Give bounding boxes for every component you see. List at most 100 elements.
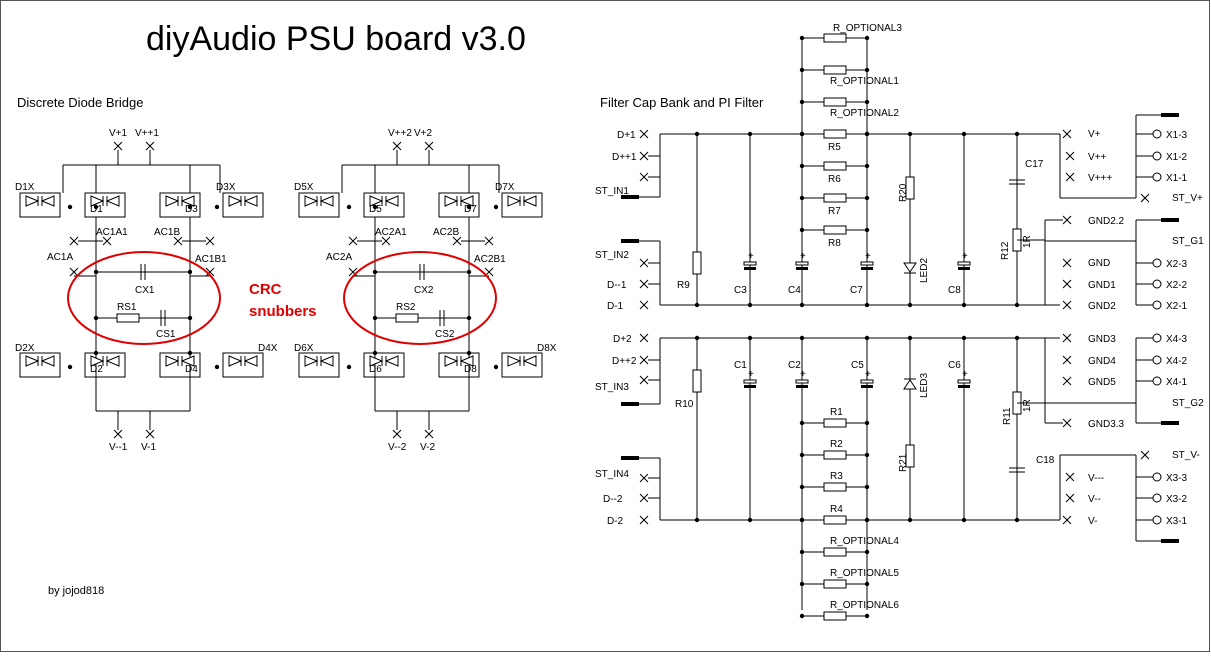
diode — [507, 355, 522, 367]
junction-dot — [346, 364, 352, 370]
junction-dot — [187, 315, 193, 321]
connector-pin — [1152, 515, 1162, 525]
component-label: D4X — [258, 343, 278, 354]
junction-dot — [864, 581, 870, 587]
component-label: LED3 — [919, 373, 930, 398]
wire — [639, 129, 649, 139]
wire — [205, 267, 215, 277]
junction-dot — [372, 315, 378, 321]
diode-package — [84, 352, 126, 378]
wire — [639, 493, 649, 503]
junction-dot — [694, 302, 700, 308]
diode — [507, 195, 522, 207]
resistor — [823, 450, 847, 460]
component-label: X2-2 — [1166, 280, 1188, 291]
resistor — [823, 225, 847, 235]
diode — [228, 355, 243, 367]
wire — [69, 267, 79, 277]
resistor — [823, 97, 847, 107]
resistor — [823, 65, 847, 75]
diode — [105, 355, 120, 367]
diode — [522, 195, 537, 207]
junction-dot — [747, 302, 753, 308]
junction-dot — [864, 227, 870, 233]
diode — [180, 195, 195, 207]
component-label: C5 — [851, 360, 864, 371]
snubber-highlight-1 — [67, 251, 221, 345]
component-label: D--2 — [603, 494, 623, 505]
resistor — [116, 313, 140, 323]
component-label: V+2 — [414, 128, 433, 139]
component-label: D++2 — [612, 356, 637, 367]
component-label: R_OPTIONAL2 — [830, 108, 899, 119]
diode-package — [501, 192, 543, 218]
junction-dot — [799, 517, 805, 523]
component-label: GND1 — [1088, 280, 1116, 291]
wire — [113, 429, 123, 439]
electrolytic-capacitor — [744, 267, 756, 270]
wire — [113, 141, 123, 151]
component-label: ST_IN4 — [595, 469, 629, 480]
connector-pin — [1152, 300, 1162, 310]
mounting-pad — [621, 195, 639, 199]
junction-dot — [907, 131, 913, 137]
component-label: C4 — [788, 285, 801, 296]
electrolytic-capacitor — [796, 385, 808, 388]
junction-dot — [372, 350, 378, 356]
component-label: X4-3 — [1166, 334, 1188, 345]
mounting-pad — [1161, 539, 1179, 543]
component-label: R_OPTIONAL4 — [830, 536, 899, 547]
component-label: D2X — [15, 343, 35, 354]
wire — [1062, 258, 1072, 268]
junction-dot — [864, 163, 870, 169]
junction-dot — [961, 302, 967, 308]
resistor — [692, 369, 702, 393]
junction-dot — [799, 163, 805, 169]
junction-dot — [864, 302, 870, 308]
component-label: V+ — [1088, 129, 1101, 140]
component-label: D3X — [216, 182, 236, 193]
junction-dot — [187, 204, 193, 210]
crc-annotation-line1: CRC — [249, 281, 282, 298]
diode — [444, 355, 459, 367]
diode — [243, 195, 258, 207]
wire — [381, 236, 391, 246]
component-label: D+2 — [613, 334, 632, 345]
diode — [90, 195, 105, 207]
component-label: C8 — [948, 285, 961, 296]
component-label: D-2 — [607, 516, 624, 527]
junction-dot — [799, 581, 805, 587]
junction-dot — [67, 204, 73, 210]
electrolytic-capacitor — [860, 379, 874, 384]
junction-dot — [747, 335, 753, 341]
component-label: V--2 — [388, 442, 407, 453]
diode — [384, 195, 399, 207]
component-label: D7 — [464, 204, 477, 215]
electrolytic-capacitor — [795, 379, 809, 384]
junction-dot — [493, 364, 499, 370]
diode — [304, 355, 319, 367]
component-label: C7 — [850, 285, 863, 296]
component-label: R10 — [675, 399, 694, 410]
wire — [1062, 300, 1072, 310]
junction-dot — [694, 335, 700, 341]
wire — [484, 236, 494, 246]
component-label: C2 — [788, 360, 801, 371]
junction-dot — [864, 335, 870, 341]
junction-dot — [864, 35, 870, 41]
component-label: C17 — [1025, 159, 1044, 170]
mounting-pad — [621, 456, 639, 460]
section-title-filter: Filter Cap Bank and PI Filter — [600, 95, 764, 110]
diode-package — [363, 192, 405, 218]
diode — [25, 195, 40, 207]
wire — [145, 141, 155, 151]
resistor — [823, 161, 847, 171]
junction-dot — [799, 452, 805, 458]
junction-dot — [799, 195, 805, 201]
component-label: V++2 — [388, 128, 412, 139]
junction-dot — [214, 204, 220, 210]
component-label: ST_V- — [1172, 450, 1200, 461]
component-label: R_OPTIONAL5 — [830, 568, 899, 579]
component-label: R9 — [677, 280, 690, 291]
electrolytic-capacitor — [795, 261, 809, 266]
